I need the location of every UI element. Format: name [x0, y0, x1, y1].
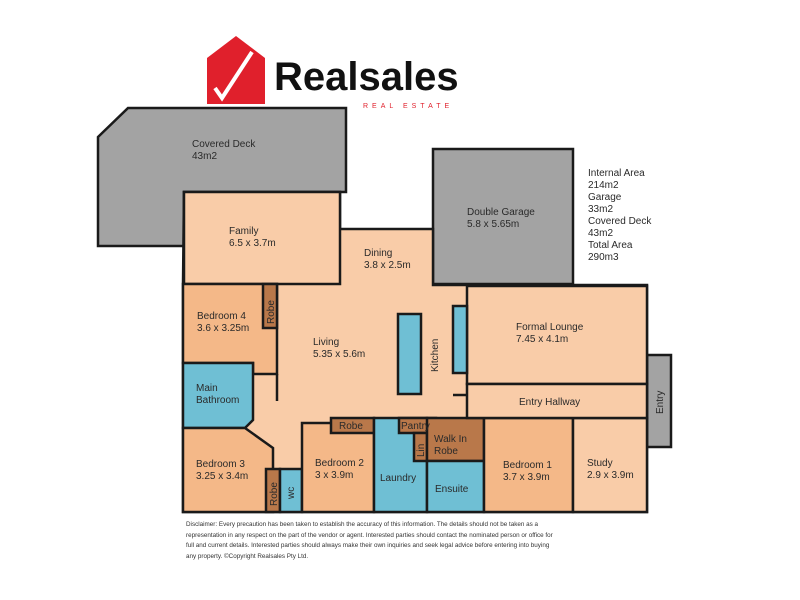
kitchen-island: [396, 312, 423, 396]
label-walk-in-robe: Walk In: [434, 434, 467, 445]
label-bedroom-2: Bedroom 2: [315, 458, 364, 469]
label-bedroom-3: Bedroom 3: [196, 459, 245, 470]
label-laundry: Laundry: [380, 473, 416, 484]
area-value: 43m2: [588, 228, 613, 239]
label-ensuite: Ensuite: [435, 484, 469, 495]
label-bedroom-4-robe: Robe: [266, 300, 277, 324]
label-main-bathroom-2: Bathroom: [196, 395, 239, 406]
area-value: 290m3: [588, 252, 619, 263]
size-garage: 5.8 x 5.65m: [467, 219, 519, 230]
size-dining: 3.8 x 2.5m: [364, 260, 411, 271]
label-pantry: Pantry: [401, 421, 430, 432]
logo-wordmark: Realsales: [274, 55, 459, 99]
realsales-logo: Realsales REAL ESTATE: [207, 36, 459, 110]
label-formal-lounge: Formal Lounge: [516, 322, 584, 333]
area-label: Total Area: [588, 240, 633, 251]
size-bedroom-1: 3.7 x 3.9m: [503, 472, 550, 483]
ensuite: [425, 459, 486, 514]
kitchen-bench: [451, 304, 469, 375]
size-bedroom-3: 3.25 x 3.4m: [196, 471, 248, 482]
study: [571, 416, 649, 514]
walk-in-robe: [425, 416, 486, 463]
entry: [645, 353, 673, 449]
label-kitchen: Kitchen: [430, 339, 441, 372]
double-garage: [431, 147, 575, 286]
size-formal-lounge: 7.45 x 4.1m: [516, 334, 568, 345]
size-family: 6.5 x 3.7m: [229, 238, 276, 249]
label-entry: Entry: [655, 391, 666, 414]
main-bathroom: [181, 361, 255, 430]
area-label: Covered Deck: [588, 216, 652, 227]
size-bedroom-4: 3.6 x 3.25m: [197, 323, 249, 334]
logo-tagline: REAL ESTATE: [363, 103, 453, 110]
bedroom-4-robe: [261, 282, 279, 330]
size-study: 2.9 x 3.9m: [587, 470, 634, 481]
family-room: [182, 190, 342, 286]
area-summary: Internal Area 214m2 Garage 33m2 Covered …: [588, 168, 652, 263]
label-living: Living: [313, 337, 339, 348]
area-label: Garage: [588, 192, 622, 203]
label-bedroom-2-robe: Robe: [339, 421, 363, 432]
formal-lounge: [465, 284, 649, 386]
label-linen: Lin: [416, 444, 427, 457]
area-value: 214m2: [588, 180, 619, 191]
bedroom-3: [181, 426, 275, 514]
label-study: Study: [587, 458, 613, 469]
label-garage: Double Garage: [467, 207, 535, 218]
label-covered-deck: Covered Deck: [192, 139, 256, 150]
label-entry-hallway: Entry Hallway: [519, 397, 580, 408]
logo-house-icon: [207, 36, 265, 104]
entry-hallway: [465, 382, 649, 420]
label-bedroom-3-robe: Robe: [269, 482, 280, 506]
logo-checkmark-icon: [213, 50, 254, 102]
label-walk-in-robe-2: Robe: [434, 446, 458, 457]
area-label: Internal Area: [588, 168, 645, 179]
label-bedroom-1: Bedroom 1: [503, 460, 552, 471]
size-bedroom-2: 3 x 3.9m: [315, 470, 353, 481]
label-dining: Dining: [364, 248, 392, 259]
size-living: 5.35 x 5.6m: [313, 349, 365, 360]
area-value: 33m2: [588, 204, 613, 215]
label-main-bathroom: Main: [196, 383, 218, 394]
label-wc: wc: [286, 487, 297, 500]
label-family: Family: [229, 226, 258, 237]
size-covered-deck: 43m2: [192, 151, 217, 162]
disclaimer: Disclaimer: Every precaution has been ta…: [186, 521, 553, 560]
label-bedroom-4: Bedroom 4: [197, 311, 246, 322]
